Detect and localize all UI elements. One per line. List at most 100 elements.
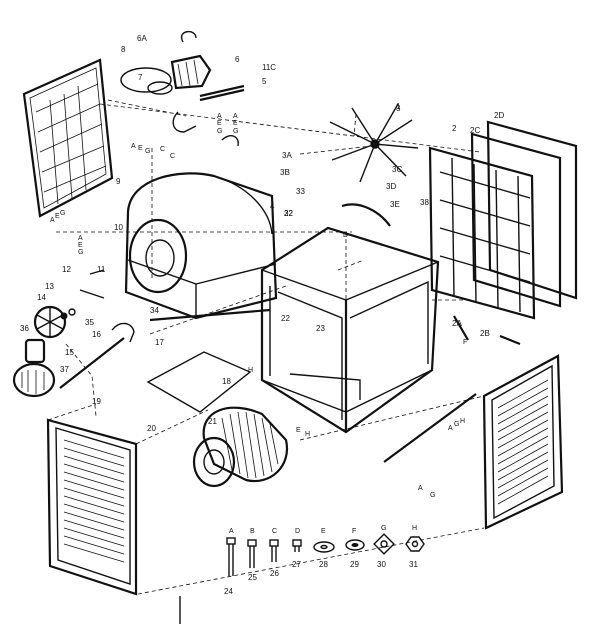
callout-20: 20 (147, 424, 156, 433)
small-screw-icon (292, 539, 302, 552)
callout-9: 9 (116, 177, 121, 186)
hardware-letter: G (381, 525, 386, 532)
water-distributor-spider (329, 103, 419, 227)
callout-23: 23 (316, 324, 325, 333)
ref-letter: G (430, 492, 435, 499)
callout-28: 28 (319, 560, 328, 569)
right-filter-panel (428, 120, 578, 346)
hardware-letter: D (295, 528, 300, 535)
ref-letter: D (343, 232, 348, 239)
callout-10: 10 (114, 223, 123, 232)
flat-washer-icon (313, 541, 335, 553)
callout-3: 3 (396, 104, 401, 113)
ref-letter: H (248, 367, 253, 374)
blower-wheel (192, 406, 289, 488)
callout-24: 24 (224, 587, 233, 596)
bottom-plate (146, 351, 252, 413)
blower-housing (124, 172, 278, 322)
hardware-letters: A B C D E F G H (229, 525, 417, 535)
callout-35: 35 (85, 318, 94, 327)
side-louvered-panel (383, 354, 564, 530)
callout-34: 34 (150, 306, 159, 315)
callout-3c: 3C (392, 165, 402, 174)
callout-2c: 2C (470, 126, 480, 135)
ref-letter: G (233, 128, 238, 135)
callout-6: 6 (235, 55, 240, 64)
hardware-letter: A (229, 528, 234, 535)
callout-6a: 6A (137, 34, 147, 43)
callout-16: 16 (92, 330, 101, 339)
ref-letter: E (138, 145, 143, 152)
ref-letter: A (217, 113, 222, 120)
hex-nut-icon (405, 536, 425, 552)
ref-letter: A (418, 485, 423, 492)
ref-letter: E (233, 120, 238, 127)
ref-letter: G (78, 249, 83, 256)
bolt-short-icon (247, 539, 257, 568)
callout-32: 32 (284, 209, 293, 218)
bolt-long-icon (226, 537, 236, 576)
cabinet-frame (260, 226, 440, 434)
callout-21: 21 (208, 417, 217, 426)
screw-icon (269, 539, 279, 562)
ref-letter: G (454, 421, 459, 428)
callout-2b: 2B (480, 329, 490, 338)
callout-2d: 2D (494, 111, 504, 120)
ref-letter: G (145, 148, 150, 155)
hardware-letter: B (250, 528, 255, 535)
reference-letters: A E G A E G C C A E G A E G A E G D H H … (50, 113, 467, 499)
hardware-letter: C (272, 528, 277, 535)
hardware-fasteners (226, 533, 425, 576)
ref-letter: C (170, 153, 175, 160)
callout-27: 27 (292, 560, 301, 569)
assembly-guide-lines (47, 99, 485, 595)
callout-15: 15 (65, 348, 74, 357)
callout-11c: 11C (262, 63, 276, 72)
callout-36: 36 (20, 324, 29, 333)
ref-letter: G (217, 128, 222, 135)
callout-3e: 3E (390, 200, 400, 209)
ref-letter: C (160, 146, 165, 153)
callout-14: 14 (37, 293, 46, 302)
callout-38: 38 (420, 198, 429, 207)
front-louvered-panel (46, 418, 138, 596)
callout-22-lower: 22 (281, 314, 290, 323)
callout-3d: 3D (386, 182, 396, 191)
callout-5: 5 (262, 77, 267, 86)
ref-letter: E (55, 213, 60, 220)
ref-letter: E (78, 242, 83, 249)
callout-2a: 2A (452, 319, 462, 328)
ref-letter: E (296, 427, 301, 434)
callout-18: 18 (222, 377, 231, 386)
ref-letter: A (131, 143, 136, 150)
callout-3a: 3A (282, 151, 292, 160)
callout-26: 26 (270, 569, 279, 578)
ref-letter: G (60, 210, 65, 217)
callout-8: 8 (121, 45, 126, 54)
callout-12: 12 (62, 265, 71, 274)
pulley-shaft-assembly (12, 269, 135, 398)
hardware-letter: F (352, 528, 356, 535)
callout-11: 11 (97, 265, 106, 274)
ref-letter: H (305, 431, 310, 438)
callout-33: 33 (296, 187, 305, 196)
left-filter-panel (22, 58, 114, 218)
ref-letter: A (50, 217, 55, 224)
callout-labels: 1 2 2C 2D 2A 2B 3 3A 3B 3C 3D 3E 4 5 6 6… (20, 34, 504, 596)
square-nut-icon (373, 533, 395, 555)
motor-assembly (120, 31, 245, 147)
ref-letter: E (217, 120, 222, 127)
ref-letter: H (460, 418, 465, 425)
hardware-letter: H (412, 525, 417, 532)
callout-4: 4 (270, 202, 275, 211)
callout-3b: 3B (280, 168, 290, 177)
callout-22-upper: 22 (284, 209, 293, 218)
ref-letter: A (78, 235, 83, 242)
callout-25: 25 (248, 573, 257, 582)
callout-31: 31 (409, 560, 418, 569)
callout-17: 17 (155, 338, 164, 347)
callout-2: 2 (452, 124, 457, 133)
callout-29: 29 (350, 560, 359, 569)
callout-19: 19 (92, 397, 101, 406)
